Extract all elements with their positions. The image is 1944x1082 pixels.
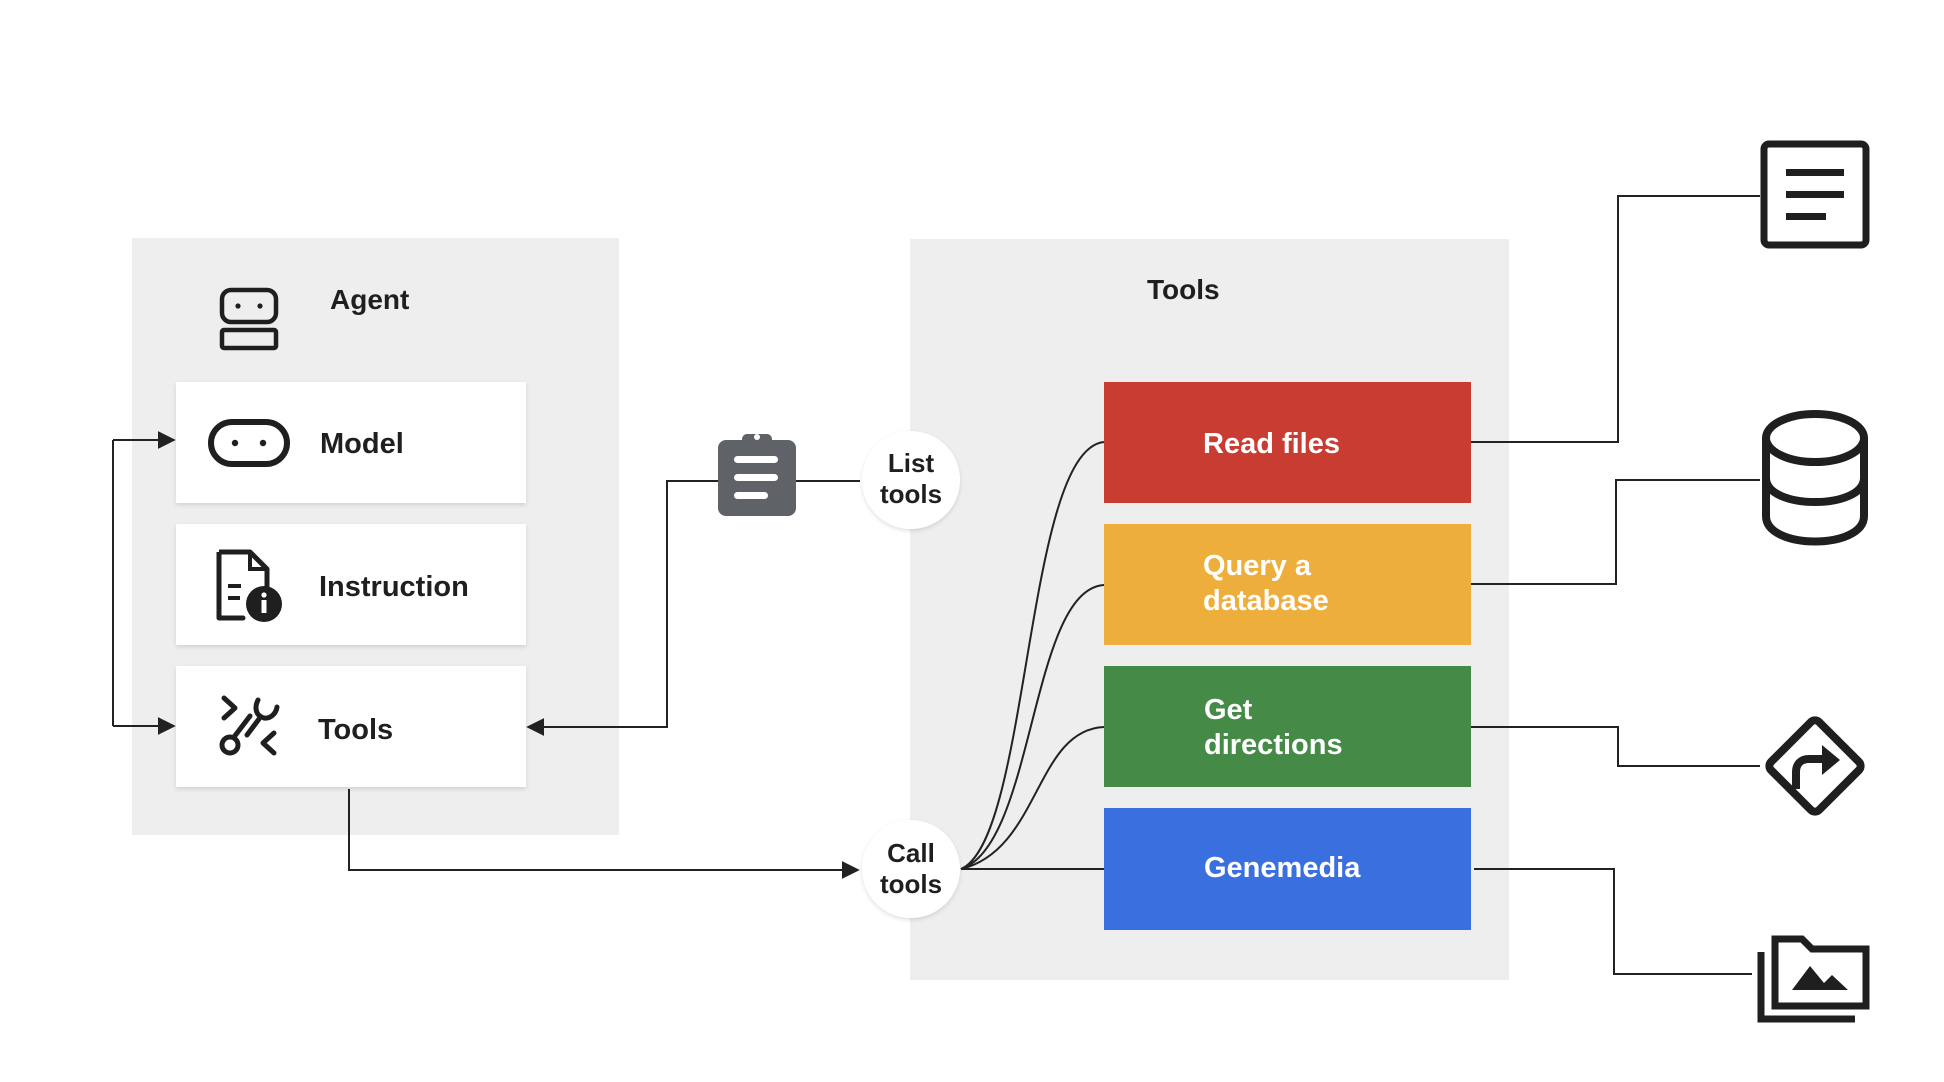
tools-panel-title: Tools (1147, 274, 1220, 305)
instruction-label: Instruction (319, 571, 469, 603)
tool-read-files[interactable]: Read files (1104, 382, 1471, 503)
tool-get-directions-line-1: Get (1204, 694, 1253, 726)
call-tools-line-1: Call (887, 838, 935, 868)
resource-connectors (1471, 195, 1760, 975)
instruction-icon (216, 549, 282, 622)
tools-icon (219, 695, 280, 756)
tools-card[interactable] (176, 666, 526, 787)
call-tools-fanout (960, 441, 1105, 870)
tool-get-directions[interactable]: Get directions (1104, 666, 1471, 787)
agent-title: Agent (330, 284, 409, 315)
database-icon (1762, 410, 1868, 546)
agent-loop-connector (112, 431, 176, 735)
call-tools-node[interactable]: Call tools (862, 820, 960, 918)
tool-genemedia[interactable]: Genemedia (1104, 808, 1471, 930)
tool-read-files-label: Read files (1203, 428, 1340, 460)
model-icon (208, 419, 290, 467)
list-tools-node[interactable]: List tools (862, 431, 960, 529)
tool-query-database[interactable]: Query a database (1104, 524, 1471, 645)
list-tools-line-1: List (888, 448, 935, 478)
clipboard-icon (718, 434, 796, 516)
tool-query-database-line-2: database (1203, 585, 1329, 617)
media-folder-icon (1757, 935, 1870, 1023)
call-tools-line-2: tools (880, 869, 942, 899)
agent-icon (219, 287, 279, 351)
list-tools-line-2: tools (880, 479, 942, 509)
tool-query-database-line-1: Query a (1203, 550, 1312, 582)
call-tools-connector (348, 789, 860, 879)
directions-icon (1765, 716, 1865, 816)
tool-genemedia-label: Genemedia (1204, 852, 1361, 884)
tools-label: Tools (318, 714, 393, 746)
model-label: Model (320, 428, 404, 460)
document-icon (1760, 140, 1870, 249)
tool-get-directions-line-2: directions (1204, 729, 1343, 761)
